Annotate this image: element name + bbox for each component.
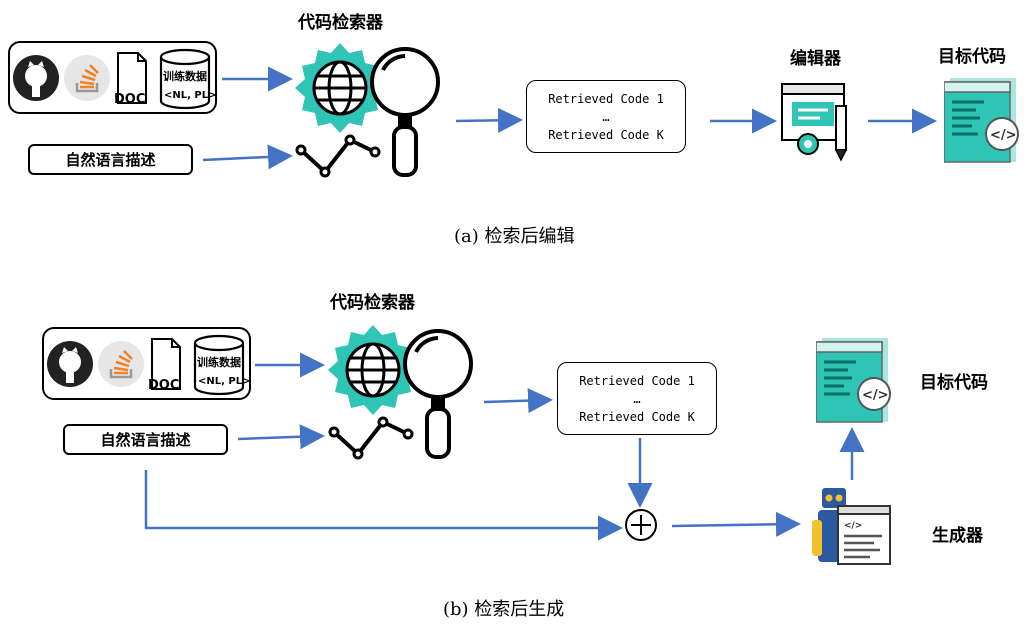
retrieved-dots-a: … bbox=[602, 109, 610, 124]
caption-b: (b) 检索后生成 bbox=[443, 599, 565, 620]
arrow-retriever-a bbox=[455, 107, 523, 133]
retriever-icon-b bbox=[328, 325, 473, 460]
target-label-a: 目标代码 bbox=[938, 47, 1006, 67]
generator-label: 生成器 bbox=[932, 526, 983, 546]
robot-icon: </> bbox=[812, 488, 891, 565]
retrieved-first-b: Retrieved Code 1 bbox=[579, 373, 695, 388]
doc-icon bbox=[117, 52, 147, 104]
retriever-label-a: 代码检索器 bbox=[298, 13, 383, 33]
arrow-retriever-b bbox=[483, 388, 553, 414]
trend-line-icon bbox=[328, 416, 414, 460]
github-icon bbox=[13, 55, 59, 101]
db-sub-text: <NL, PL> bbox=[164, 90, 215, 101]
retrieved-first-a: Retrieved Code 1 bbox=[548, 91, 664, 106]
db-sub-text: <NL, PL> bbox=[198, 376, 249, 387]
doc-text: DOC bbox=[148, 378, 179, 393]
stackoverflow-icon bbox=[98, 341, 144, 387]
target-label-b: 目标代码 bbox=[920, 373, 988, 393]
caption-a: (a) 检索后编辑 bbox=[454, 226, 575, 247]
arrow-nl-b bbox=[237, 424, 325, 450]
github-icon bbox=[47, 341, 93, 387]
plus-circle-icon bbox=[625, 509, 657, 541]
code-file-icon-b: </> bbox=[816, 338, 891, 423]
svg-text:</>: </> bbox=[990, 128, 1017, 143]
svg-text:</>: </> bbox=[862, 388, 889, 403]
magnifier-icon bbox=[370, 47, 440, 177]
source-icons-b: DOC 训练数据 <NL, PL> bbox=[47, 334, 250, 396]
retrieved-last-b: Retrieved Code K bbox=[579, 409, 695, 424]
source-box-b: DOC 训练数据 <NL, PL> bbox=[42, 327, 251, 400]
arrow-plus-to-generator bbox=[671, 511, 801, 537]
globe-gear-icon bbox=[295, 43, 385, 133]
retriever-icon-a bbox=[295, 43, 440, 178]
source-icons-a: DOC 训练数据 <NL, PL> bbox=[13, 48, 216, 110]
arrow-nl-to-plus-b bbox=[144, 470, 623, 541]
db-text: 训练数据 bbox=[197, 355, 241, 369]
magnifier-icon bbox=[403, 329, 473, 459]
db-text: 训练数据 bbox=[163, 69, 207, 83]
doc-icon bbox=[151, 338, 181, 390]
stackoverflow-icon bbox=[64, 55, 110, 101]
nl-box-a: 自然语言描述 bbox=[28, 144, 193, 175]
code-file-icon-a: </> bbox=[944, 78, 1019, 163]
globe-gear-icon bbox=[328, 325, 418, 415]
database-icon bbox=[193, 334, 245, 396]
arrow-nl-a bbox=[202, 144, 293, 170]
database-icon bbox=[159, 48, 211, 110]
doc-text: DOC bbox=[114, 92, 145, 107]
trend-line-icon bbox=[295, 134, 381, 178]
retriever-label-b: 代码检索器 bbox=[330, 293, 415, 313]
retrieved-box-b: Retrieved Code 1 … Retrieved Code K bbox=[557, 362, 717, 435]
editor-icon bbox=[781, 83, 847, 162]
retrieved-box-a: Retrieved Code 1 … Retrieved Code K bbox=[526, 80, 686, 153]
retrieved-dots-b: … bbox=[633, 391, 641, 406]
source-box-a: DOC 训练数据 <NL, PL> bbox=[8, 41, 217, 114]
nl-box-b: 自然语言描述 bbox=[63, 424, 228, 455]
editor-label: 编辑器 bbox=[790, 49, 841, 69]
retrieved-last-a: Retrieved Code K bbox=[548, 127, 664, 142]
svg-text:</>: </> bbox=[844, 521, 862, 531]
